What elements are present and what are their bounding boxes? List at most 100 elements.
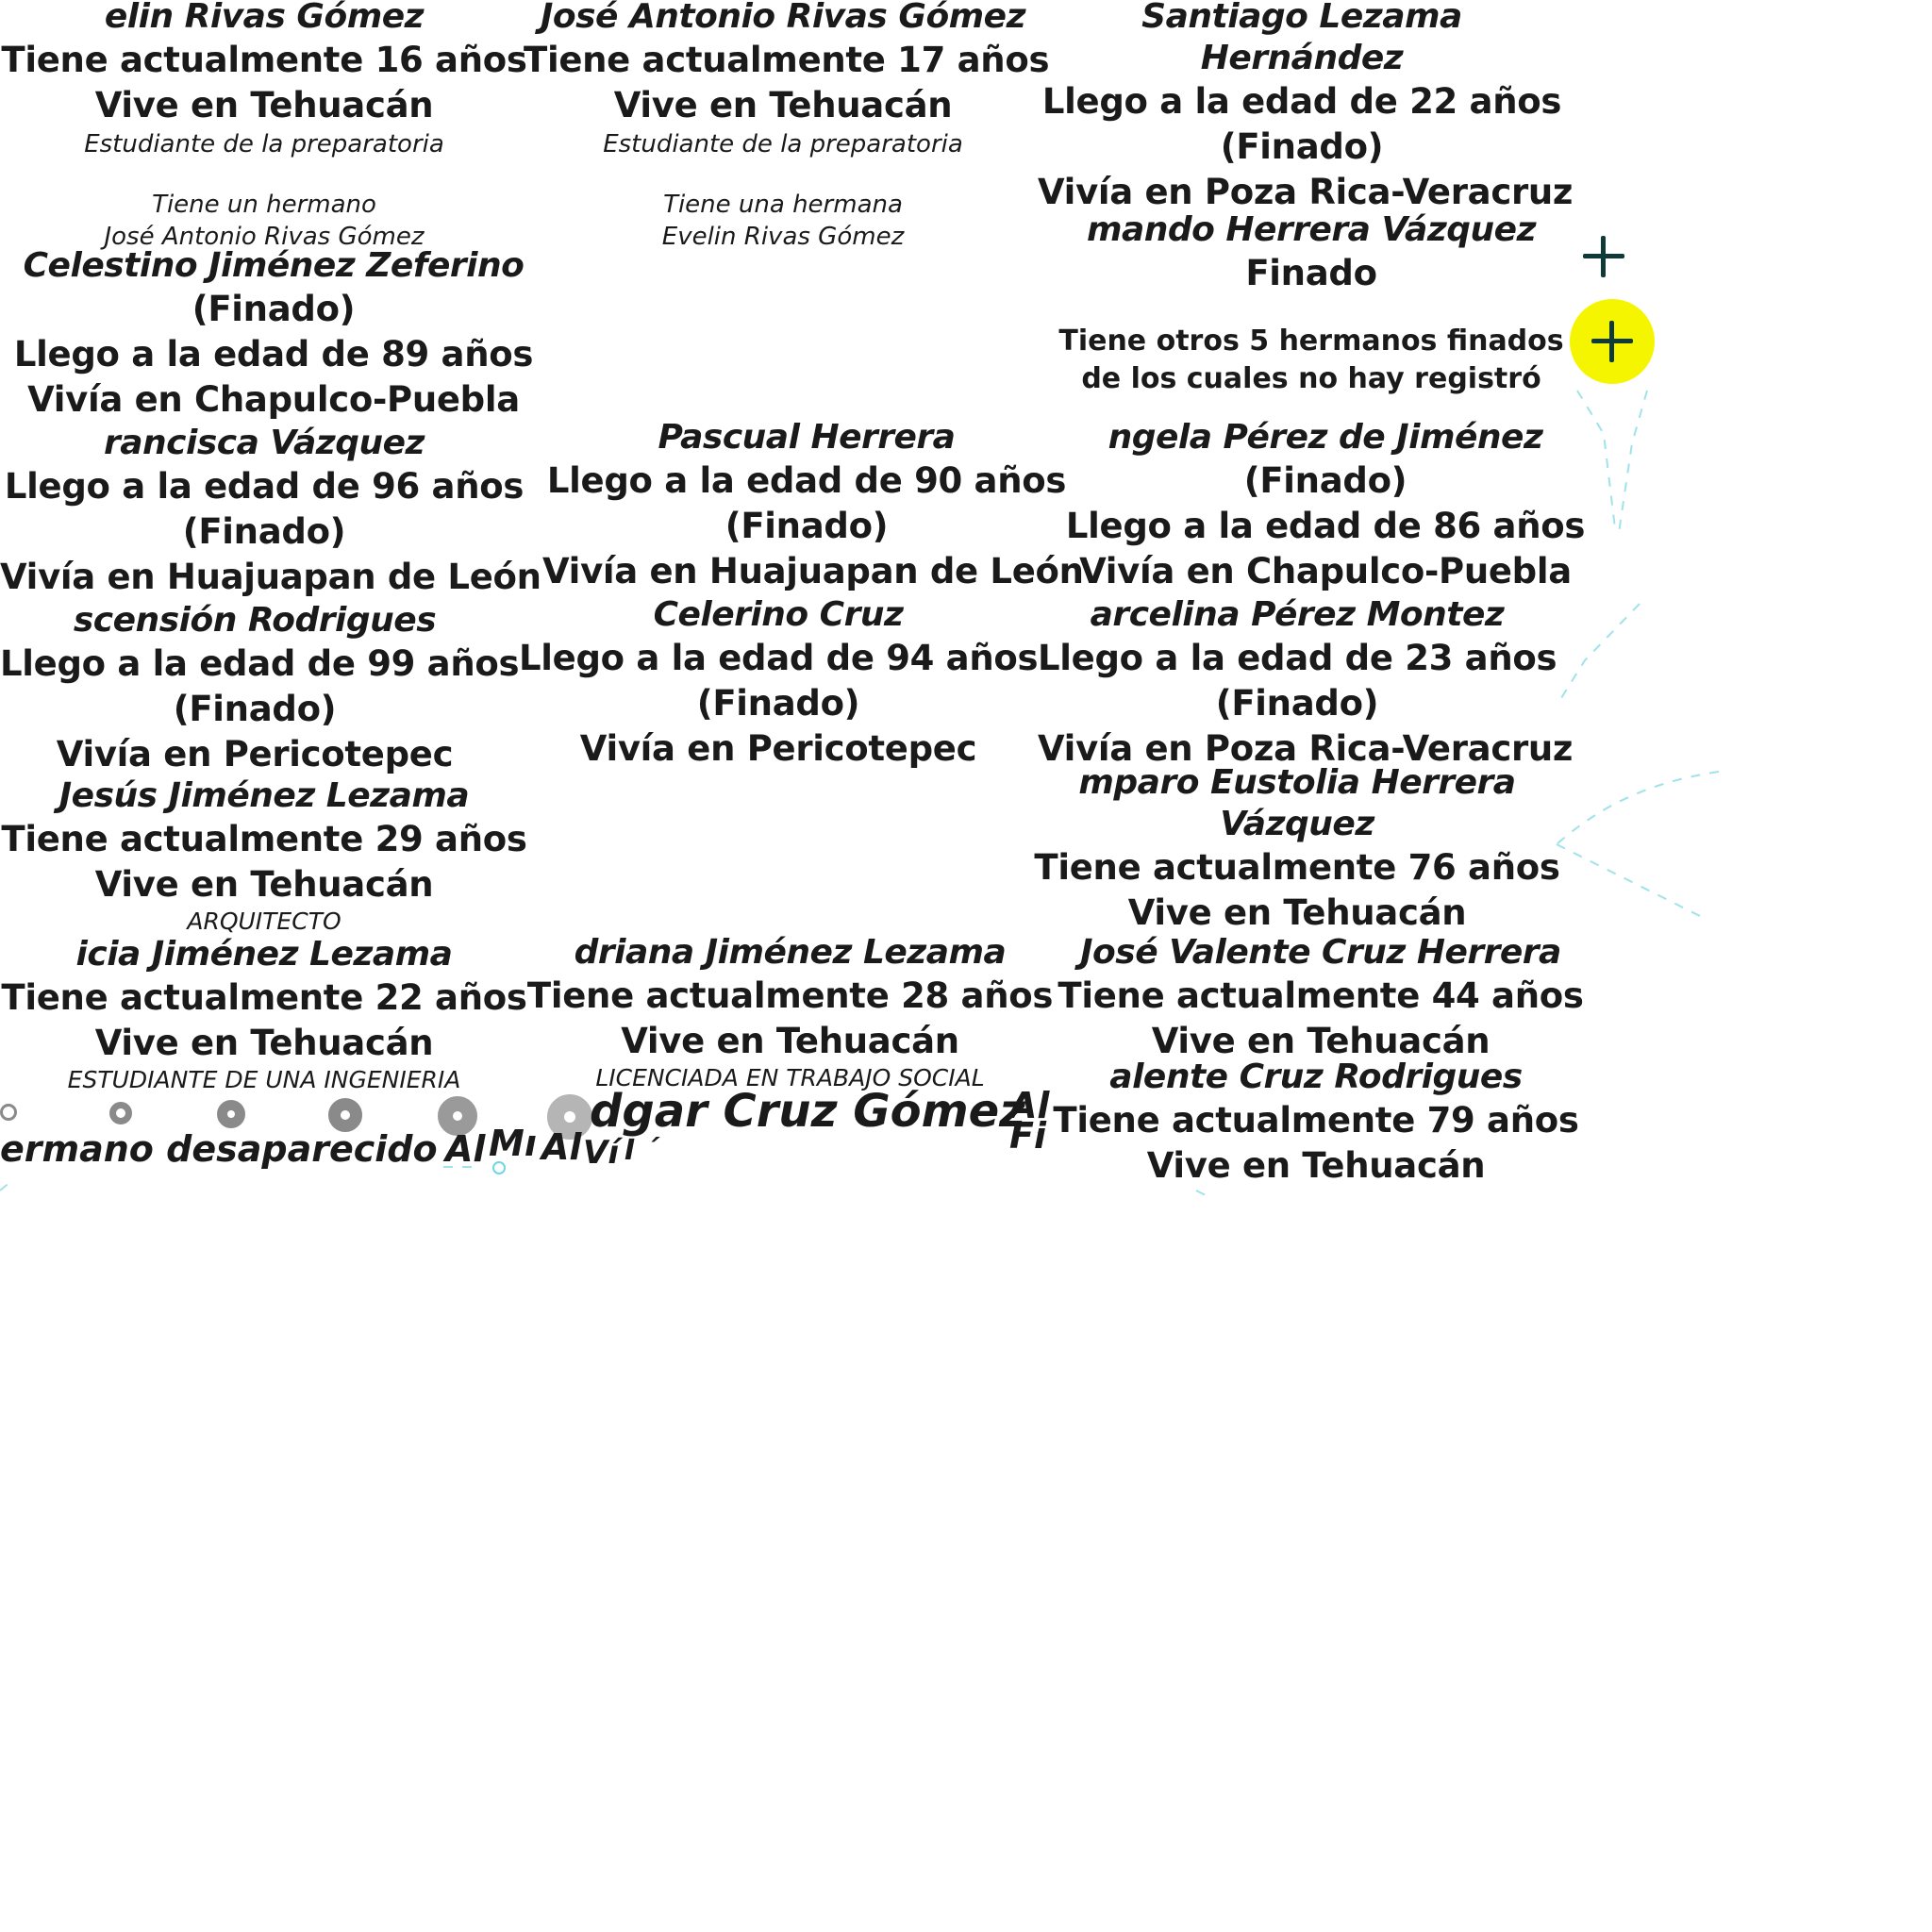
person-card-adriana[interactable]: driana Jiménez Lezama Tiene actualmente … bbox=[524, 932, 1057, 1092]
person-residence: Vive en Tehuacán bbox=[1146, 1145, 1486, 1186]
person-name-continued: Hernández bbox=[1200, 39, 1404, 77]
person-status: (Finado) bbox=[1243, 460, 1407, 501]
person-age: Llego a la edad de 23 años bbox=[1038, 638, 1557, 678]
person-name: elin Rivas Gómez bbox=[104, 0, 425, 36]
person-age: Tiene actualmente 79 años bbox=[1053, 1100, 1579, 1141]
timeline-label: Al bbox=[541, 1126, 582, 1168]
person-age: Tiene actualmente 76 años bbox=[1034, 847, 1560, 888]
person-name-continued: Vázquez bbox=[1220, 805, 1374, 843]
person-residence: Vivía en Poza Rica-Veracruz bbox=[1038, 172, 1574, 212]
person-siblings-note: Tiene otros 5 hermanos finados bbox=[1058, 325, 1564, 358]
person-residence: Vive en Tehuacán bbox=[94, 85, 434, 125]
person-age: Llego a la edad de 89 años bbox=[13, 334, 534, 375]
person-name: Santiago Lezama bbox=[1141, 0, 1462, 36]
timeline-label: ermano desaparecido bbox=[0, 1128, 438, 1170]
person-card-angela[interactable]: ngela Pérez de Jiménez (Finado) Llego a … bbox=[1061, 417, 1590, 594]
person-age: Llego a la edad de 99 años bbox=[0, 643, 520, 684]
person-card-marcelina[interactable]: arcelina Pérez Montez Llego a la edad de… bbox=[1038, 594, 1574, 772]
timeline-dot[interactable] bbox=[328, 1098, 362, 1132]
person-age: Tiene actualmente 17 años bbox=[524, 40, 1050, 80]
timeline-label: Mı bbox=[489, 1123, 537, 1164]
timeline-label: Al bbox=[1009, 1085, 1050, 1126]
add-button[interactable] bbox=[1577, 230, 1630, 283]
person-age: Tiene actualmente 28 años bbox=[526, 975, 1054, 1016]
person-card-ascension[interactable]: scensión Rodrigues Llego a la edad de 99… bbox=[0, 600, 520, 777]
person-card-santiago[interactable]: Santiago Lezama Hernández Llego a la eda… bbox=[1038, 0, 1574, 215]
person-name: ngela Pérez de Jiménez bbox=[1108, 418, 1543, 457]
person-residence: Vive en Tehuacán bbox=[621, 1021, 959, 1061]
person-residence: Vive en Tehuacán bbox=[94, 1023, 434, 1063]
person-name: scensión Rodrigues bbox=[73, 601, 437, 640]
person-status: (Finado) bbox=[1220, 126, 1384, 167]
person-name: mando Herrera Vázquez bbox=[1086, 210, 1537, 249]
person-name: icia Jiménez Lezama bbox=[75, 935, 453, 974]
person-siblings-note-continued: de los cuales no hay registró bbox=[1081, 362, 1541, 395]
person-age: Llego a la edad de 94 años bbox=[519, 638, 1039, 678]
person-occupation: LICENCIADA EN TRABAJO SOCIAL bbox=[595, 1064, 985, 1091]
person-name: Celestino Jiménez Zeferino bbox=[23, 246, 525, 285]
person-card-valente[interactable]: alente Cruz Rodrigues Tiene actualmente … bbox=[1052, 1057, 1580, 1189]
plus-icon-vertical bbox=[1601, 236, 1606, 277]
person-card-jose-valente[interactable]: José Valente Cruz Herrera Tiene actualme… bbox=[1047, 932, 1594, 1064]
person-card-jose-antonio[interactable]: José Antonio Rivas Gómez Tiene actualmen… bbox=[524, 0, 1050, 253]
timeline-label: Al bbox=[445, 1128, 486, 1170]
person-card-celestino[interactable]: Celestino Jiménez Zeferino (Finado) Lleg… bbox=[0, 245, 547, 423]
person-residence: Vivía en Chapulco-Puebla bbox=[1079, 551, 1572, 591]
timeline-dot[interactable] bbox=[109, 1102, 132, 1124]
timeline-dot[interactable] bbox=[438, 1096, 477, 1136]
person-card-alicia[interactable]: icia Jiménez Lezama Tiene actualmente 22… bbox=[0, 934, 528, 1094]
person-name: José Antonio Rivas Gómez bbox=[540, 0, 1026, 36]
person-residence: Vive en Tehuacán bbox=[1151, 1021, 1491, 1061]
person-card-celerino[interactable]: Celerino Cruz Llego a la edad de 94 años… bbox=[519, 594, 1039, 772]
person-age: Tiene actualmente 22 años bbox=[1, 977, 527, 1018]
add-button-active[interactable] bbox=[1570, 299, 1655, 384]
person-name: Celerino Cruz bbox=[653, 595, 904, 634]
timeline-dot[interactable] bbox=[217, 1100, 245, 1128]
person-card-francisca[interactable]: rancisca Vázquez Llego a la edad de 96 a… bbox=[0, 423, 541, 600]
person-age: Llego a la edad de 96 años bbox=[4, 466, 525, 507]
person-residence: Vivía en Poza Rica-Veracruz bbox=[1038, 728, 1574, 769]
person-card-pascual[interactable]: Pascual Herrera Llego a la edad de 90 añ… bbox=[542, 417, 1084, 594]
timeline-dot[interactable] bbox=[0, 1104, 17, 1121]
person-residence: Vivía en Pericotepec bbox=[579, 728, 977, 769]
person-card-amparo[interactable]: mparo Eustolia Herrera Vázquez Tiene act… bbox=[1033, 762, 1561, 936]
person-name: mparo Eustolia Herrera bbox=[1078, 763, 1516, 802]
person-occupation: ARQUITECTO bbox=[187, 908, 341, 935]
person-status: (Finado) bbox=[182, 511, 346, 552]
person-age: Llego a la edad de 22 años bbox=[1041, 81, 1562, 122]
person-residence: Vivía en Huajuapan de León bbox=[542, 551, 1084, 591]
person-card-jesus[interactable]: Jesús Jiménez Lezama Tiene actualmente 2… bbox=[0, 775, 528, 936]
person-residence: Vivía en Chapulco-Puebla bbox=[27, 379, 520, 420]
timeline-dot-outline[interactable] bbox=[492, 1161, 506, 1174]
person-age: Tiene actualmente 44 años bbox=[1058, 975, 1584, 1016]
person-occupation: ESTUDIANTE DE UNA INGENIERIA bbox=[67, 1066, 461, 1093]
spacer bbox=[524, 160, 1042, 189]
person-sibling-label: Tiene una hermana bbox=[663, 191, 903, 219]
person-sibling-label: Tiene un hermano bbox=[152, 191, 376, 219]
person-residence: Vivía en Huajuapan de León bbox=[0, 557, 541, 597]
person-card-evelin[interactable]: elin Rivas Gómez Tiene actualmente 16 añ… bbox=[0, 0, 528, 253]
person-occupation: Estudiante de la preparatoria bbox=[603, 130, 963, 158]
person-age: Tiene actualmente 29 años bbox=[1, 819, 527, 859]
person-status: (Finado) bbox=[696, 683, 860, 724]
person-age: Tiene actualmente 16 años bbox=[1, 40, 527, 80]
person-name: José Valente Cruz Herrera bbox=[1080, 933, 1561, 972]
person-age: Llego a la edad de 86 años bbox=[1065, 506, 1586, 546]
person-status: (Finado) bbox=[724, 506, 889, 546]
timeline-dot[interactable] bbox=[547, 1094, 592, 1140]
person-card-armando[interactable]: mando Herrera Vázquez Finado Tiene otros… bbox=[1038, 209, 1585, 398]
timeline-label: dgar Cruz Gómez bbox=[590, 1085, 1026, 1138]
person-residence: Vivía en Pericotepec bbox=[56, 734, 454, 774]
person-sibling-name: José Antonio Rivas Gómez bbox=[104, 223, 425, 251]
timeline-label: Ví bbox=[583, 1134, 619, 1172]
timeline-label: Ι ´ bbox=[625, 1134, 659, 1167]
person-status: (Finado) bbox=[192, 289, 356, 329]
person-name: Jesús Jiménez Lezama bbox=[58, 776, 470, 815]
person-sibling-name: Evelin Rivas Gómez bbox=[661, 223, 905, 251]
person-name: arcelina Pérez Montez bbox=[1090, 595, 1505, 634]
person-residence: Vive en Tehuacán bbox=[94, 864, 434, 905]
spacer bbox=[0, 160, 528, 189]
person-occupation: Estudiante de la preparatoria bbox=[84, 130, 444, 158]
person-name: Pascual Herrera bbox=[658, 418, 956, 457]
person-age: Llego a la edad de 90 años bbox=[546, 460, 1067, 501]
